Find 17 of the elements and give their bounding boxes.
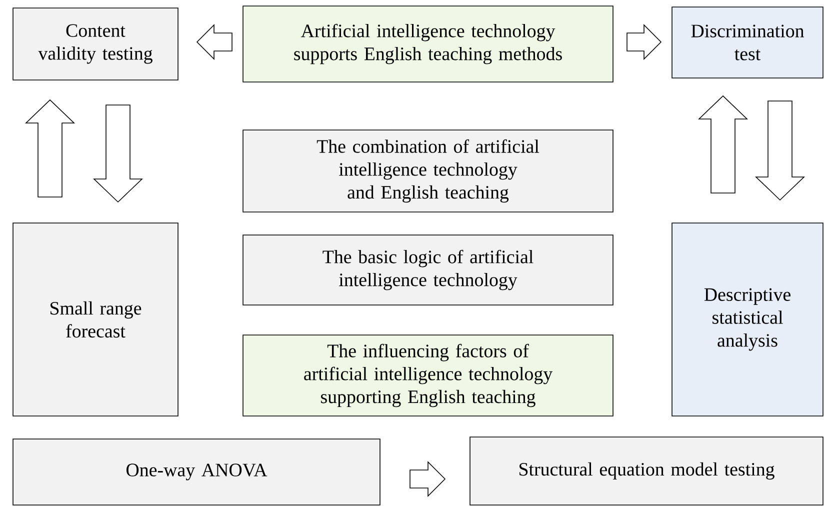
process-box: One-way ANOVA [12, 438, 380, 506]
process-box: Structural equation model testing [470, 436, 824, 506]
process-box: Discrimination test [672, 6, 824, 78]
block-arrow [196, 24, 232, 60]
process-box: The combination of artificial intelligence technology and English teaching [242, 130, 614, 212]
process-box: Small range forecast [12, 222, 178, 416]
block-arrow [698, 95, 748, 194]
process-box: The influencing factors of artificial intelligence technology supporting English teaching [242, 334, 614, 416]
process-box: Artificial intelligence technology supports English teaching methods [242, 6, 614, 82]
block-arrow [755, 100, 805, 201]
block-arrow [626, 24, 662, 60]
process-box: Descriptive statistical analysis [672, 222, 824, 416]
process-box: The basic logic of artificial intelligence technology [242, 234, 614, 306]
block-arrow [93, 104, 143, 203]
process-box: Content validity testing [12, 8, 178, 80]
block-arrow [410, 461, 446, 497]
block-arrow [25, 99, 75, 198]
